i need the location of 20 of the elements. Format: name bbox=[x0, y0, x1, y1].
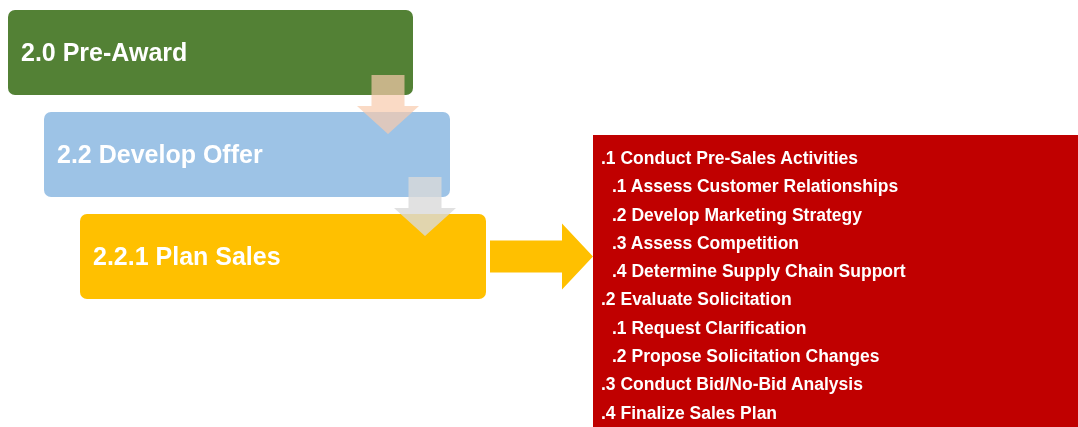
list-item: .2 Propose Solicitation Changes bbox=[611, 345, 881, 369]
list-item: .2 Evaluate Solicitation bbox=[601, 288, 793, 312]
activity-list-panel bbox=[593, 135, 1078, 427]
process-step-box bbox=[80, 214, 486, 299]
step-title: 2.0 Pre-Award bbox=[21, 38, 188, 67]
list-item: .3 Conduct Bid/No-Bid Analysis bbox=[601, 373, 864, 397]
process-step-box bbox=[8, 10, 413, 95]
list-item: .1 Conduct Pre-Sales Activities bbox=[601, 147, 860, 170]
list-item: .3 Assess Competition bbox=[611, 231, 801, 255]
step-title: 2.2.1 Plan Sales bbox=[93, 242, 281, 271]
block-arrow bbox=[394, 177, 456, 236]
block-arrow bbox=[357, 75, 419, 134]
list-item: .4 Finalize Sales Plan bbox=[601, 401, 779, 425]
list-item: .2 Develop Marketing Strategy bbox=[611, 203, 863, 227]
list-item: .1 Assess Customer Relationships bbox=[611, 175, 900, 199]
list-item: .4 Determine Supply Chain Support bbox=[611, 260, 907, 284]
step-title: 2.2 Develop Offer bbox=[57, 140, 263, 169]
process-step-box bbox=[44, 112, 450, 197]
list-item: .1 Request Clarification bbox=[611, 316, 808, 340]
block-arrow bbox=[490, 223, 593, 290]
